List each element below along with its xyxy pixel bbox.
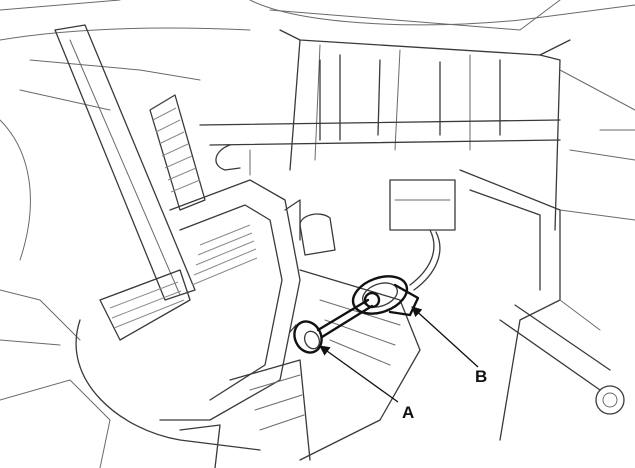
callout-a-leader bbox=[319, 345, 399, 403]
connecting-rod bbox=[316, 298, 374, 339]
callout-b-label: B bbox=[475, 367, 487, 386]
center-housing bbox=[75, 179, 301, 451]
wire-harness bbox=[409, 229, 441, 291]
crossmember-bar bbox=[199, 54, 561, 176]
steering-column bbox=[54, 24, 206, 301]
right-bracket bbox=[389, 169, 625, 441]
callout-a-label: A bbox=[402, 403, 414, 422]
part-a-bulb bbox=[289, 320, 323, 354]
callout-b-leader bbox=[411, 306, 479, 368]
lower-panel bbox=[179, 199, 421, 468]
